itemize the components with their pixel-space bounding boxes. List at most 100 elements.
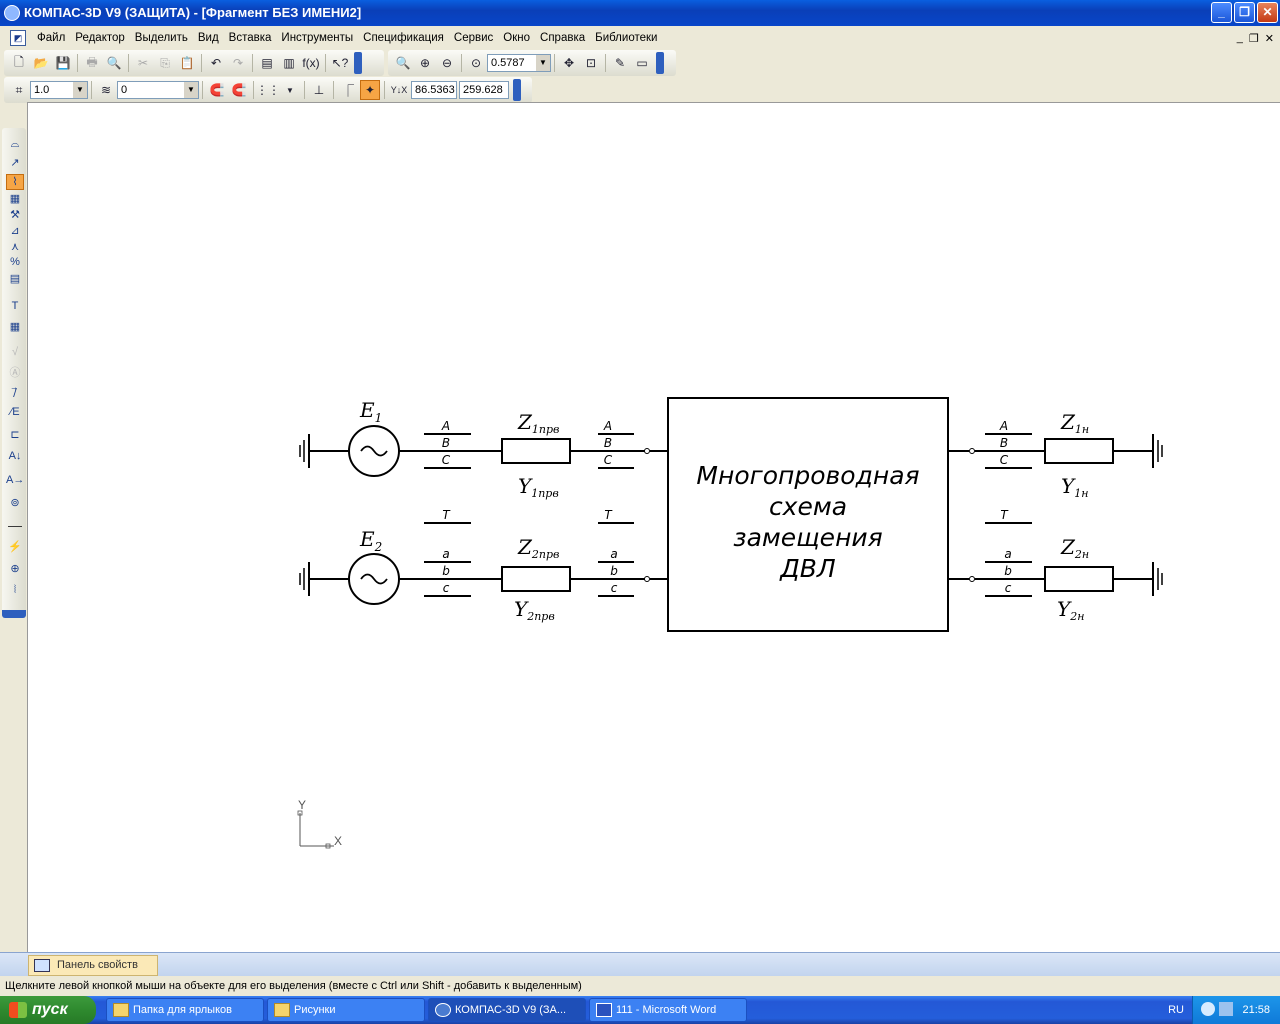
spec-icon[interactable]: %: [10, 256, 20, 268]
box-text-line-1: Многопроводная: [696, 461, 919, 490]
arrow-view-icon[interactable]: A→: [6, 474, 25, 486]
kompas-app-icon[interactable]: [4, 5, 20, 21]
copy-icon[interactable]: ⎘: [160, 55, 170, 70]
base-icon[interactable]: Ⓐ: [9, 367, 21, 379]
parametrization-icon[interactable]: ⚒: [10, 209, 20, 221]
menu-service[interactable]: Сервис: [453, 32, 494, 44]
leader-icon[interactable]: /⃗: [13, 387, 17, 399]
mdi-close-icon[interactable]: ✕: [1264, 33, 1274, 45]
tray-volume-icon[interactable]: [1219, 1002, 1233, 1016]
close-button[interactable]: ✕: [1257, 2, 1278, 23]
undo-icon[interactable]: ↶: [210, 56, 222, 70]
drawing-canvas[interactable]: E1 E2 Z1прв Y1прв Z2прв Y2прв Z1н Y1н Z2…: [27, 102, 1280, 952]
menu-insert[interactable]: Вставка: [228, 32, 272, 44]
cut-icon[interactable]: ✂: [137, 56, 149, 70]
menu-help[interactable]: Справка: [540, 32, 586, 44]
menu-window[interactable]: Окно: [503, 32, 531, 44]
menu-editor[interactable]: Редактор: [75, 32, 125, 44]
new-document-icon[interactable]: 🗋: [14, 54, 24, 69]
menu-select[interactable]: Выделить: [134, 32, 188, 44]
measure-icon[interactable]: ⊿: [10, 225, 20, 237]
refresh-icon[interactable]: ✎: [614, 56, 626, 70]
designation-icon[interactable]: ⌇: [6, 174, 24, 190]
folder-icon: [113, 1003, 129, 1017]
cut-line-icon[interactable]: A↓: [8, 450, 22, 462]
local-cs-icon[interactable]: ⊥: [313, 83, 325, 97]
context-help-icon[interactable]: ↖?: [331, 56, 349, 70]
pan-icon[interactable]: ✥: [563, 56, 575, 70]
zoom-out-icon[interactable]: ⊖: [441, 56, 453, 70]
tray-network-icon[interactable]: [1201, 1002, 1215, 1016]
task-kompas[interactable]: КОМПАС-3D V9 (ЗА...: [428, 998, 586, 1022]
snap-magnet-2-icon[interactable]: 🧲: [231, 83, 247, 97]
properties-panel-tab[interactable]: Панель свойств: [28, 955, 158, 976]
round-icon[interactable]: ✦: [360, 80, 380, 100]
table-icon[interactable]: ▦: [9, 321, 21, 333]
variables-icon[interactable]: f(x): [302, 56, 320, 70]
manager-icon[interactable]: ▥: [283, 56, 295, 70]
zoom-combo[interactable]: 0.5787▼: [487, 54, 551, 72]
mark-icon[interactable]: ⊚: [10, 497, 20, 509]
chevron-down-icon[interactable]: ▼: [286, 85, 294, 95]
break-line-icon[interactable]: ⦚: [13, 584, 17, 596]
menu-file[interactable]: Файл: [37, 32, 66, 44]
selection-icon[interactable]: ⋏: [10, 241, 20, 253]
task-pictures[interactable]: Рисунки: [267, 998, 425, 1022]
properties-icon: [34, 959, 50, 972]
impedance-z2prv: [501, 566, 571, 592]
toolbar-end[interactable]: [2, 610, 26, 618]
chevron-down-icon[interactable]: ▼: [73, 82, 87, 98]
open-folder-icon[interactable]: 📂: [33, 56, 49, 70]
document-icon[interactable]: ◩: [10, 30, 26, 46]
chevron-down-icon[interactable]: ▼: [536, 55, 550, 71]
label-e2: E2: [359, 527, 382, 554]
wave-line-icon[interactable]: ⚡: [8, 541, 22, 553]
coord-y-field[interactable]: 259.628: [459, 81, 509, 99]
snap-magnet-icon[interactable]: 🧲: [209, 83, 225, 97]
reports-icon[interactable]: ▤: [9, 273, 21, 285]
text-icon[interactable]: T: [11, 300, 19, 312]
task-word[interactable]: 111 - Microsoft Word: [589, 998, 747, 1022]
system-tray: 21:58: [1192, 996, 1280, 1024]
layer-combo[interactable]: 0▼: [117, 81, 199, 99]
show-all-icon[interactable]: ⊡: [585, 56, 597, 70]
restore-button[interactable]: ❐: [1234, 2, 1255, 23]
start-button[interactable]: пуск: [0, 996, 96, 1024]
position-icon[interactable]: ∕E: [10, 406, 20, 418]
axis-line-icon[interactable]: [8, 526, 22, 527]
zoom-window-icon[interactable]: 🔍: [395, 56, 411, 70]
coords-icon[interactable]: Y↓X: [390, 85, 408, 95]
cursor-step-combo[interactable]: 1.0▼: [30, 81, 88, 99]
redo-icon[interactable]: ↷: [232, 56, 244, 70]
display-icon[interactable]: ▭: [636, 56, 648, 70]
save-icon[interactable]: 💾: [55, 56, 71, 70]
zoom-scale-icon[interactable]: ⊙: [470, 56, 482, 70]
editing-icon[interactable]: ▦: [9, 193, 21, 205]
zoom-in-icon[interactable]: ⊕: [419, 56, 431, 70]
mdi-minimize-icon[interactable]: _: [1236, 32, 1243, 44]
menu-libraries[interactable]: Библиотеки: [595, 32, 658, 44]
ground-wire-label-left: T: [442, 508, 451, 522]
menu-tools[interactable]: Инструменты: [281, 32, 354, 44]
chevron-down-icon[interactable]: ▼: [184, 82, 198, 98]
menu-specification[interactable]: Спецификация: [363, 32, 444, 44]
snap-step-icon[interactable]: ⌗: [15, 82, 23, 97]
menu-view[interactable]: Вид: [197, 32, 219, 44]
layers-icon[interactable]: ≋: [100, 83, 112, 97]
language-indicator[interactable]: RU: [1168, 1004, 1184, 1016]
center-mark-icon[interactable]: ⊕: [10, 563, 20, 575]
minimize-button[interactable]: _: [1211, 2, 1232, 23]
ortho-icon[interactable]: ⎾: [341, 83, 354, 98]
coord-x-field[interactable]: 86.5363: [411, 81, 457, 99]
paste-icon[interactable]: 📋: [179, 56, 195, 70]
tolerance-icon[interactable]: ⊏: [10, 429, 20, 441]
grid-icon[interactable]: ⋮⋮: [256, 83, 280, 97]
print-icon[interactable]: 🖶: [86, 54, 98, 69]
dimensions-icon[interactable]: ↗: [10, 157, 20, 169]
task-folder-shortcuts[interactable]: Папка для ярлыков: [106, 998, 264, 1022]
geometry-icon[interactable]: ⌓: [10, 138, 20, 150]
print-preview-icon[interactable]: 🔍: [106, 56, 122, 70]
calculator-icon[interactable]: ▤: [261, 56, 273, 70]
mdi-restore-icon[interactable]: ❐: [1248, 33, 1259, 45]
roughness-icon[interactable]: √: [11, 346, 19, 358]
